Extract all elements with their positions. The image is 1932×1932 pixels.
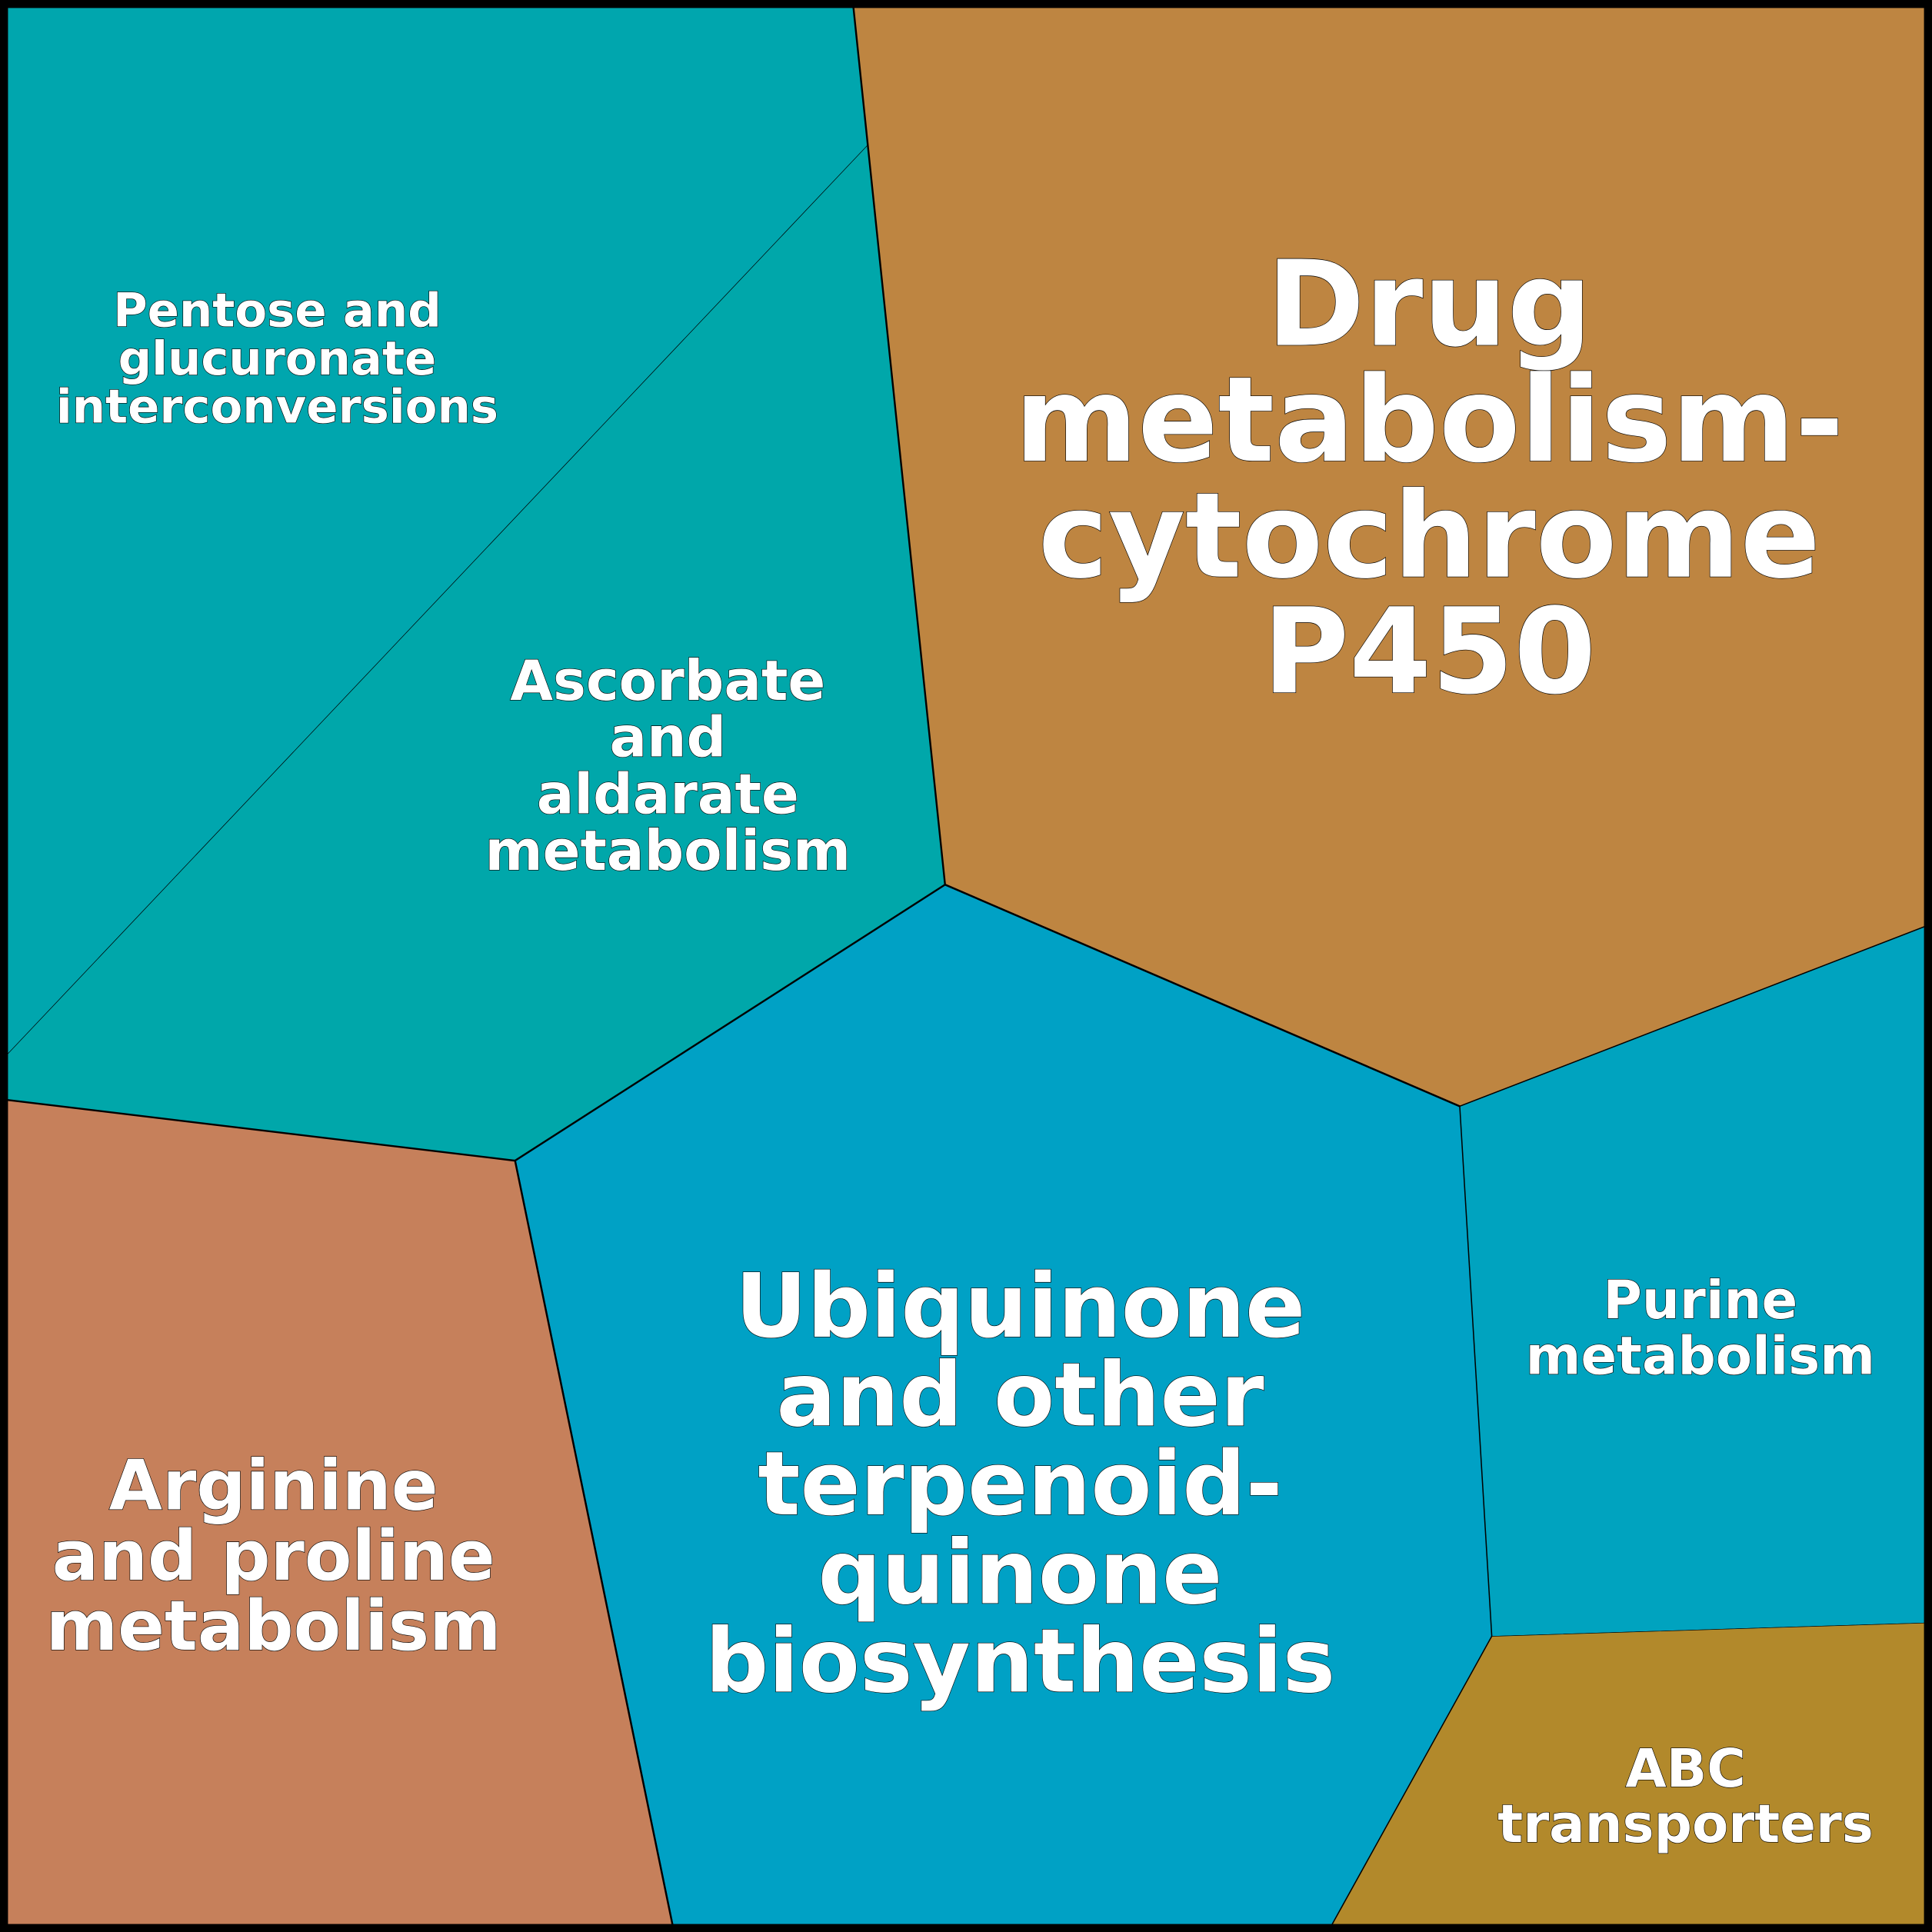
label-line: metabolism-	[1014, 351, 1844, 489]
label-line: biosynthesis	[705, 1611, 1336, 1714]
label-line: metabolism	[46, 1587, 501, 1667]
label-line: Pentose and	[113, 284, 441, 338]
label-line: Purine	[1603, 1270, 1797, 1331]
cell-polygon-purine	[1460, 924, 1932, 1637]
cell-abc-transporters	[1327, 1622, 1932, 1932]
label-line: metabolism	[485, 819, 851, 884]
label-line: glucuronate	[118, 331, 437, 386]
label-line: cytochrome	[1038, 468, 1820, 605]
label-line: and proline	[52, 1517, 495, 1597]
cell-purine	[1460, 924, 1932, 1637]
label-line: interconversions	[56, 380, 498, 435]
cell-arginine	[0, 1098, 675, 1932]
label-line: Ascorbate	[510, 649, 825, 714]
cell-polygon-arginine	[0, 1098, 675, 1932]
label-line: transporters	[1497, 1794, 1874, 1855]
label-line: Ubiquinone	[735, 1255, 1306, 1358]
label-line: and	[610, 706, 727, 771]
label-line: aldarate	[537, 762, 799, 827]
label-line: ABC	[1625, 1738, 1745, 1800]
label-line: P450	[1263, 583, 1597, 721]
label-line: Drug	[1267, 236, 1592, 374]
label-line: terpenoid-	[758, 1433, 1282, 1536]
cell-polygon-abc-transporters	[1327, 1622, 1932, 1932]
label-line: and other	[776, 1344, 1264, 1447]
label-line: Arginine	[109, 1447, 438, 1527]
label-line: metabolism	[1526, 1325, 1875, 1387]
label-line: quinone	[818, 1521, 1223, 1624]
